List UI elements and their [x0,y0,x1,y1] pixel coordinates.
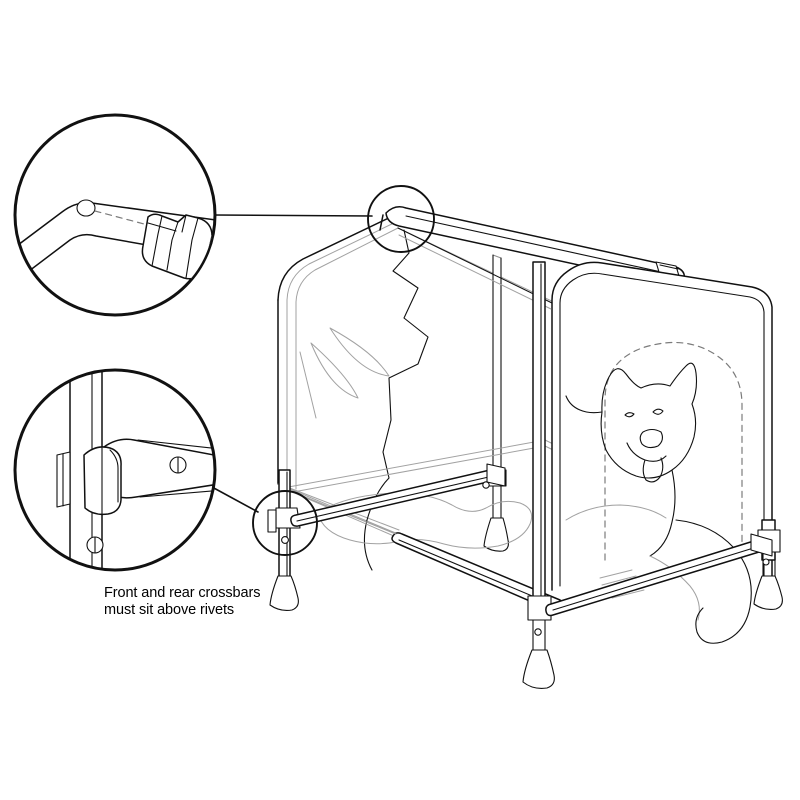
leg-collar [527,595,552,621]
dog-back-silhouette [363,229,429,571]
leg-rivet [534,628,542,636]
callout-marker-top [367,185,435,253]
rear-left-post-upper [379,214,384,231]
foot [753,575,783,610]
leader-lines [211,214,373,513]
dog-eye-right [652,408,664,415]
leg-rivet [281,536,289,544]
front-hoop-frame [551,261,773,591]
front-left-leg [522,261,555,689]
panel-sheen [299,327,390,419]
caption-text: Front and rear crossbars must sit above … [104,585,261,618]
rear-left-leg [267,469,301,611]
leg-rivets [482,481,770,636]
leader-line-bottom [211,486,259,513]
detail-callout-rivet-pin [13,113,217,317]
leg-rivet [762,558,770,566]
crossbar-connector-clip [750,533,773,557]
rivet-hole [76,199,96,217]
foot [483,517,509,552]
detail-connector-content [56,371,214,569]
crossbars [290,463,773,617]
rear-mesh-panel [277,214,561,535]
leg-rivet [482,481,490,489]
dog-illustration [565,362,752,644]
crossbar-connector-clip [486,463,506,487]
detail-callout-crossbar-connector [13,368,217,572]
dog-eye-left [624,412,635,418]
leader-line-top [213,214,373,217]
callout-marker-bottom [252,490,318,556]
rear-crossbar [290,469,498,527]
connector-tab [267,509,277,533]
product-assembly [252,185,783,689]
foot [269,575,299,611]
dog-nose [639,428,664,449]
foot [522,649,555,689]
